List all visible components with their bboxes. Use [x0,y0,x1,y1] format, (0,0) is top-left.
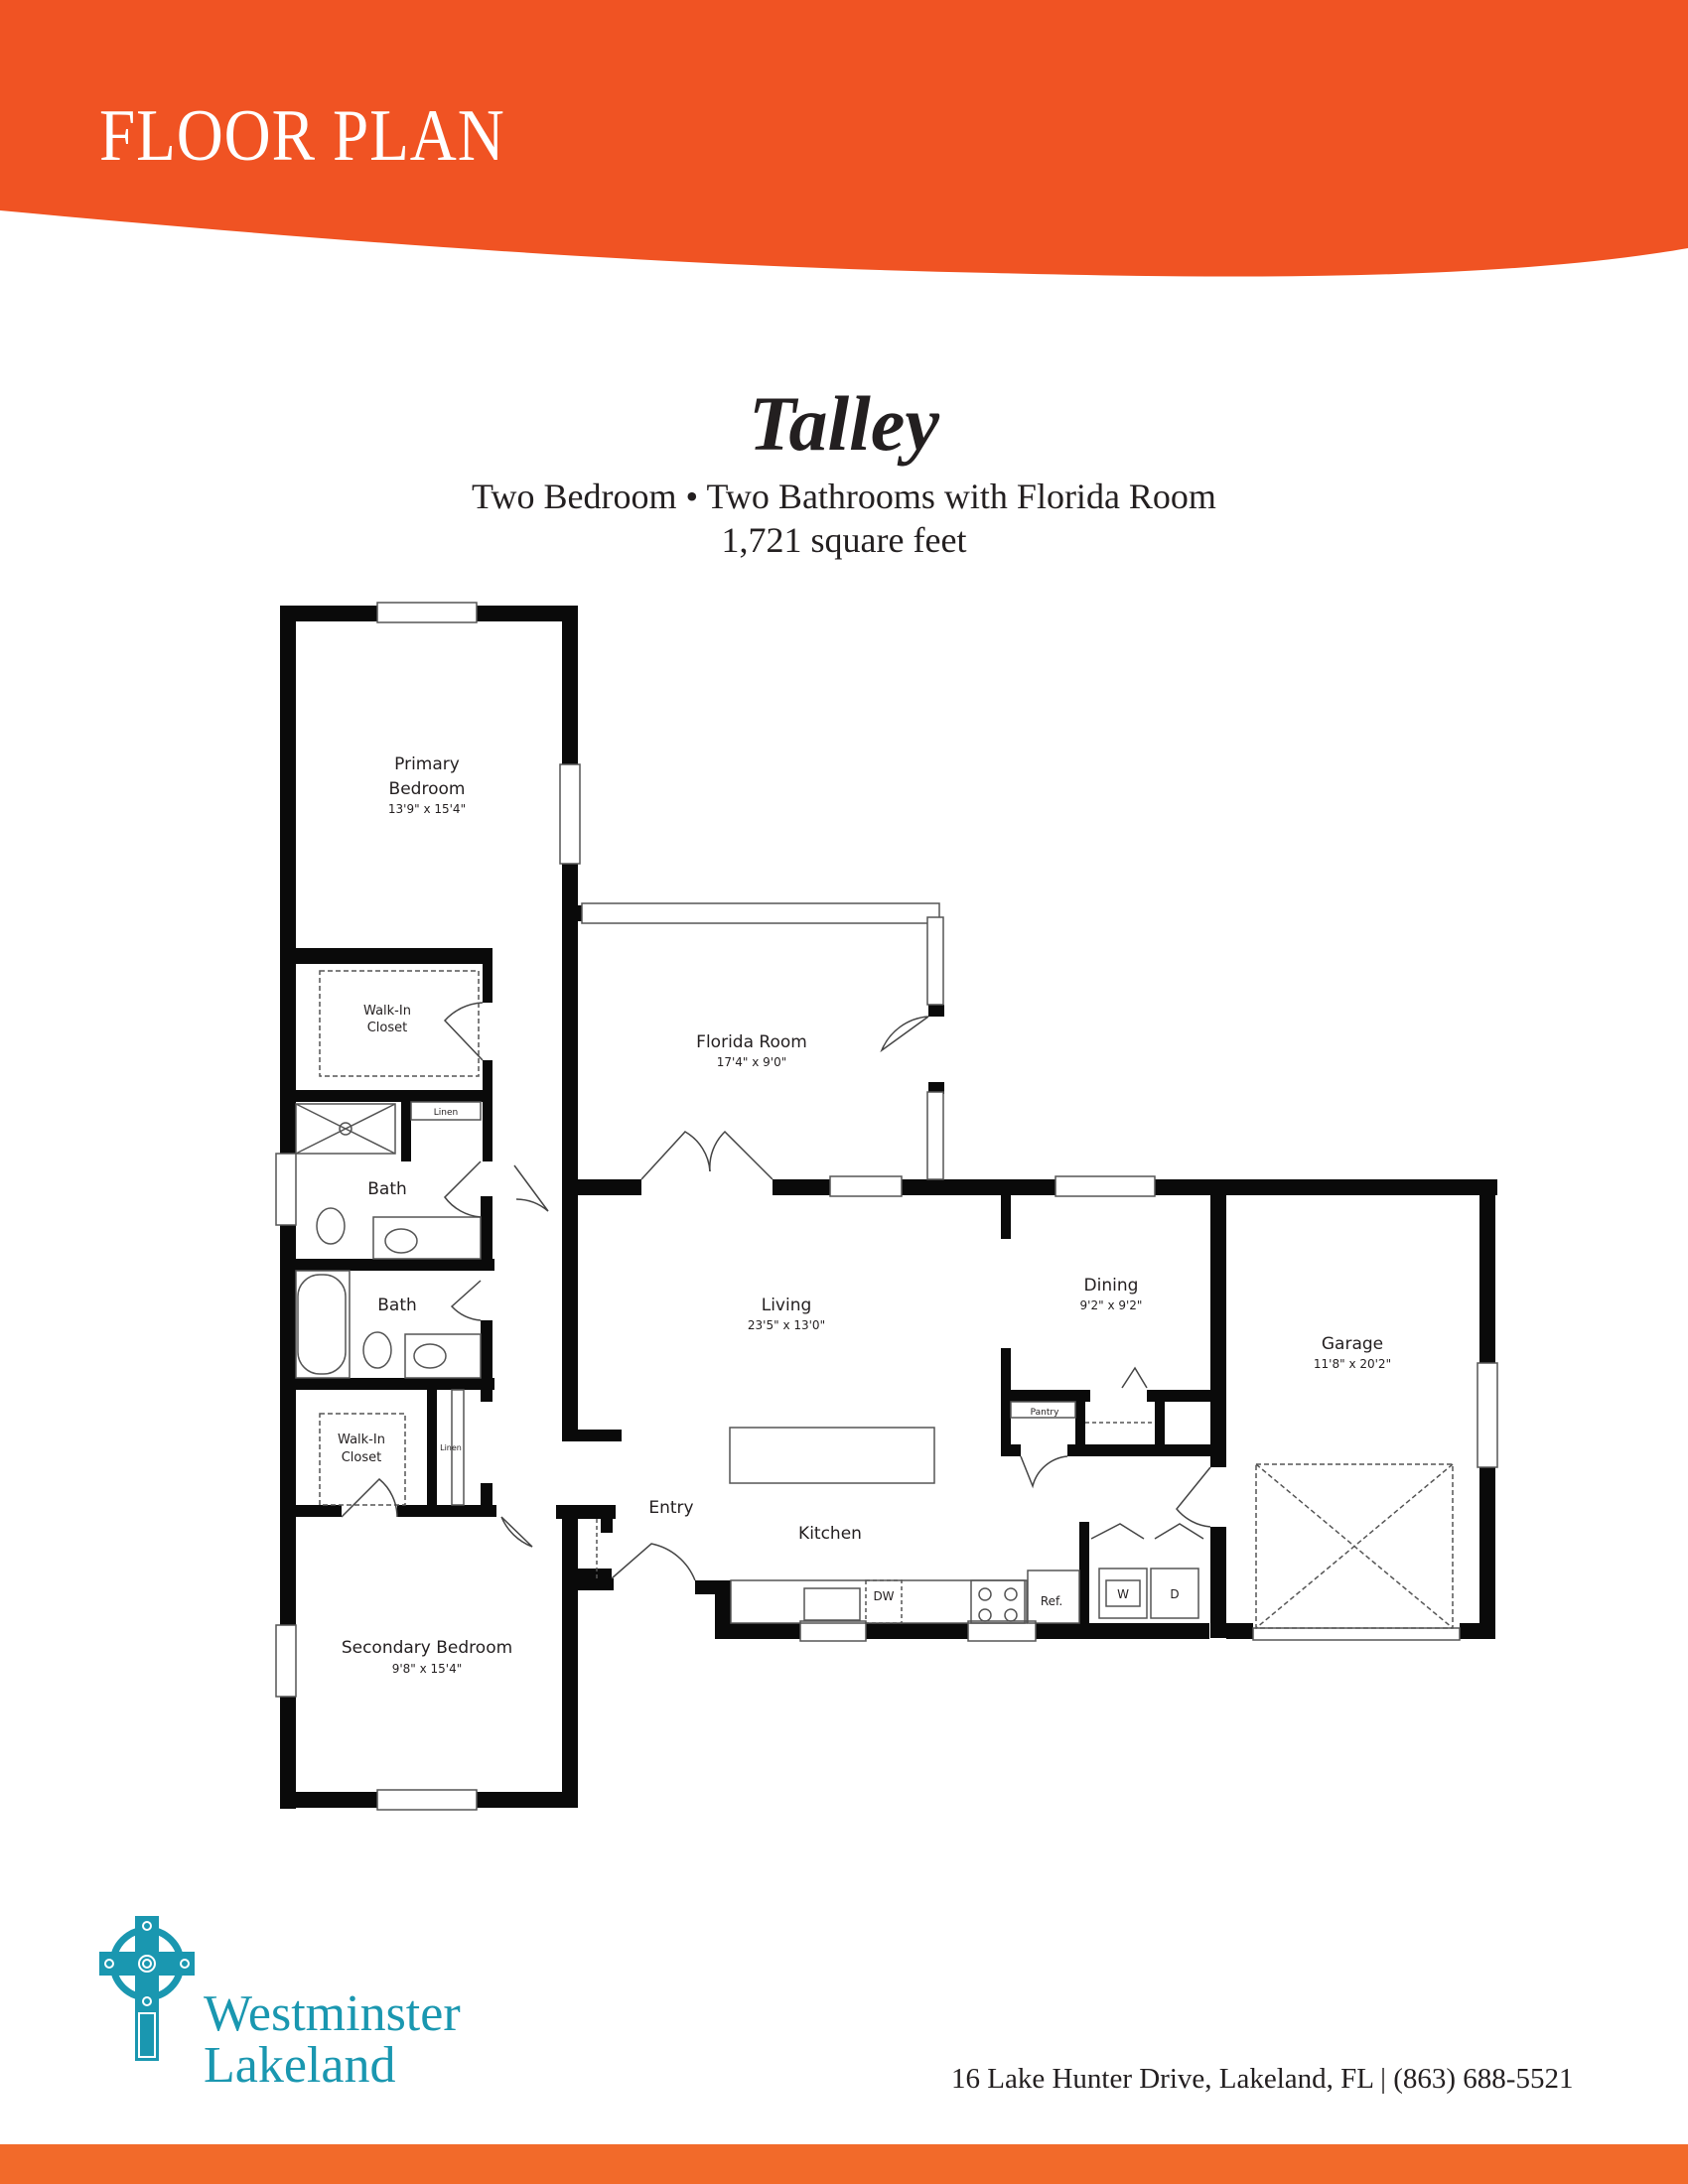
windows [275,602,1498,1811]
logo-wordmark: Westminster Lakeland [204,1988,461,2092]
garage-label: Garage [1322,1334,1383,1354]
kitchen-label: Kitchen [798,1524,862,1544]
plan-name: Talley [748,380,940,467]
plan-description: Two Bedroom • Two Bathrooms with Florida… [472,477,1216,516]
doors [341,1002,1211,1581]
living-label: Living [762,1296,812,1315]
plan-area: 1,721 square feet [721,520,967,560]
page-header-title: FLOOR PLAN [99,95,505,177]
linen-2-label: Linen [440,1443,462,1452]
bath-1-label: Bath [367,1179,407,1199]
primary-bedroom-label-2: Bedroom [389,779,466,799]
logo-line-1: Westminster [204,1985,461,2042]
bath-2-label: Bath [377,1296,417,1315]
entry-label: Entry [648,1498,693,1518]
footer-bar [0,2144,1688,2184]
secondary-bedroom-label: Secondary Bedroom [342,1638,512,1658]
refrigerator-label: Ref. [1041,1594,1062,1608]
walk-in-closet-2-label-2: Closet [342,1450,382,1465]
plan-subtitle: Two Bedroom • Two Bathrooms with Florida… [0,475,1688,562]
secondary-bedroom-dims: 9'8" x 15'4" [392,1662,463,1676]
primary-bedroom-label: Primary [394,754,460,774]
linen-1-label: Linen [434,1108,458,1118]
walk-in-closet-1-label: Walk-In [363,1004,411,1019]
pantry-label: Pantry [1031,1408,1059,1418]
dishwasher-label: DW [873,1589,894,1603]
florida-room-label: Florida Room [696,1032,807,1052]
dryer-label: D [1170,1587,1179,1601]
dining-label: Dining [1084,1276,1139,1296]
walk-in-closet-1-label-2: Closet [367,1021,408,1035]
contact-address: 16 Lake Hunter Drive, Lakeland, FL | (86… [951,2063,1574,2095]
celtic-cross-logo-icon [99,1916,195,2061]
washer-label: W [1117,1587,1129,1601]
primary-bedroom-dims: 13'9" x 15'4" [388,802,466,816]
header-banner [0,0,1688,277]
dining-dims: 9'2" x 9'2" [1080,1298,1143,1312]
fixtures [295,970,1454,1629]
living-dims: 23'5" x 13'0" [748,1318,825,1332]
florida-room-dims: 17'4" x 9'0" [717,1055,787,1069]
logo-line-2: Lakeland [204,2037,396,2094]
garage-dims: 11'8" x 20'2" [1314,1357,1391,1371]
walk-in-closet-2-label: Walk-In [338,1433,385,1447]
